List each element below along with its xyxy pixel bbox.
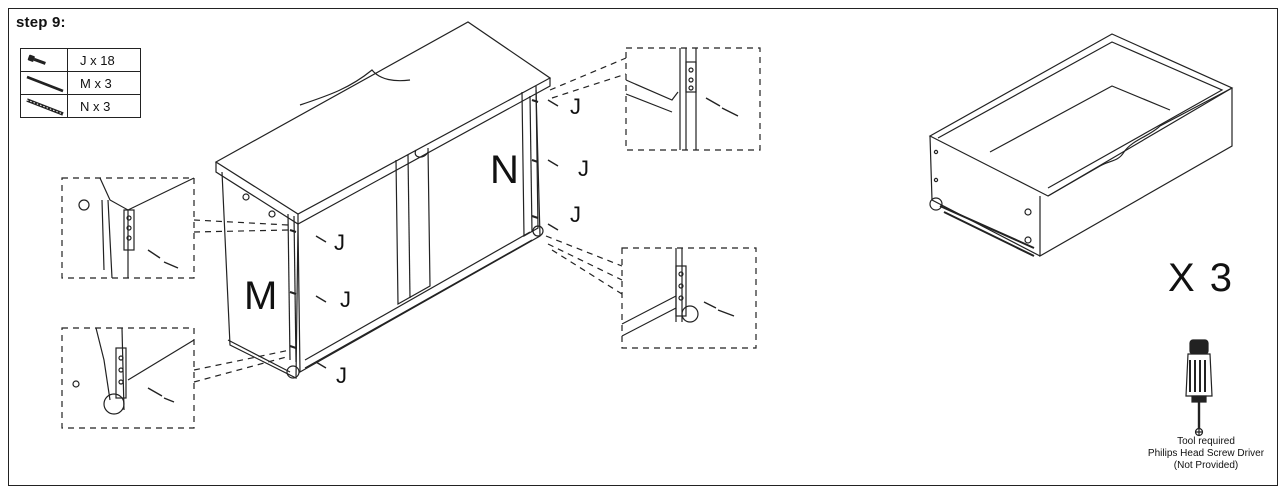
side-panel-label-m: M — [244, 274, 278, 318]
quantity-label: X 3 — [1168, 256, 1235, 300]
screw-label-j: J — [570, 202, 581, 227]
parts-label-n: N x 3 — [67, 94, 141, 118]
screw-label-j: J — [336, 363, 347, 388]
screw-mark — [315, 235, 327, 243]
detail-inset-top-right — [549, 47, 761, 151]
cabinet-illustration — [214, 21, 552, 379]
side-panel-label-n: N — [490, 148, 519, 192]
step-title: step 9: — [16, 14, 66, 31]
parts-row-n: N x 3 — [20, 94, 141, 118]
diagram-frame — [8, 8, 1278, 486]
screwdriver-icon — [1185, 339, 1213, 437]
detail-inset-top-left — [61, 177, 289, 279]
drawer-illustration — [928, 33, 1234, 258]
parts-row-m: M x 3 — [20, 71, 141, 95]
parts-list: J x 18 M x 3 N x 3 — [20, 48, 141, 118]
tool-note-line-2: Philips Head Screw Driver — [1147, 448, 1265, 459]
parts-label-m: M x 3 — [67, 71, 141, 95]
detail-inset-bottom-left — [61, 327, 291, 429]
threaded-rod-icon — [20, 94, 68, 118]
tool-note-line-3: (Not Provided) — [1173, 460, 1239, 471]
screw-label-j: J — [570, 94, 581, 119]
tool-note-line-1: Tool required — [1177, 436, 1235, 447]
tool-note: Tool required Philips Head Screw Driver … — [1120, 436, 1288, 472]
parts-label-j: J x 18 — [67, 48, 141, 72]
screw-icon — [20, 48, 68, 72]
screw-label-j: J — [340, 287, 351, 312]
screw-label-j: J — [334, 230, 345, 255]
screw-label-j: J — [578, 156, 589, 181]
detail-inset-bottom-right — [545, 235, 757, 349]
parts-row-j: J x 18 — [20, 48, 141, 72]
